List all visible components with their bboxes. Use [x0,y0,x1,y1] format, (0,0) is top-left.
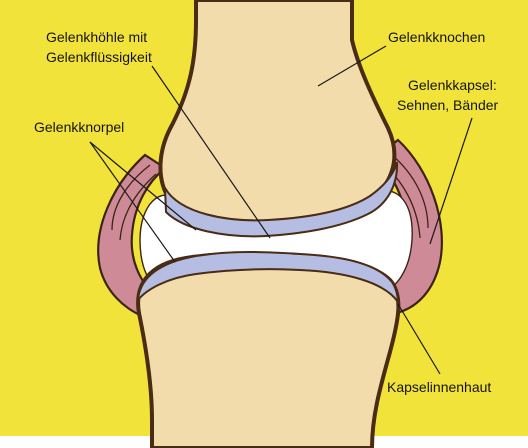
label-synovium: Kapselinnenhaut [387,378,491,397]
label-bone: Gelenkknochen [388,28,485,47]
label-capsule-line2: Sehnen, Bänder [397,96,498,115]
label-capsule-line1: Gelenkkapsel: [408,76,497,95]
lower-bone [138,254,398,448]
label-cavity-line1: Gelenkhöhle mit [46,28,147,47]
label-cartilage: Gelenkknorpel [34,118,124,137]
label-cavity-line2: Gelenkflüssigkeit [46,48,152,67]
